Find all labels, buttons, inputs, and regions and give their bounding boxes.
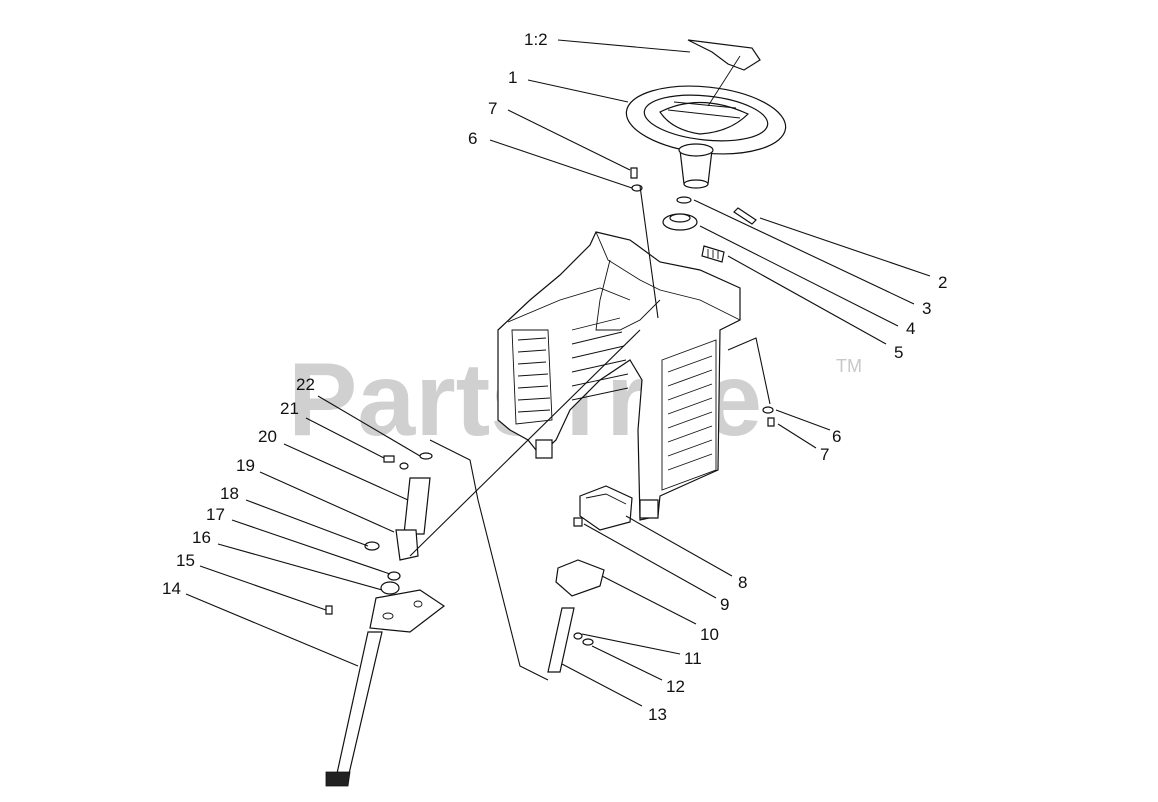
callout-14[interactable]: 14 — [162, 579, 181, 598]
callout-15[interactable]: 15 — [176, 551, 195, 570]
callout-5[interactable]: 5 — [894, 343, 903, 362]
part-screw-9[interactable] — [573, 517, 583, 527]
callout-18[interactable]: 18 — [220, 484, 239, 503]
callout-7-right[interactable]: 7 — [820, 445, 829, 464]
part-column-cover[interactable] — [555, 559, 605, 597]
part-mount-bracket[interactable] — [579, 485, 633, 531]
callout-2[interactable]: 2 — [938, 273, 947, 292]
callout-20[interactable]: 20 — [258, 427, 277, 446]
part-lower-shaft[interactable] — [547, 607, 575, 673]
callout-13[interactable]: 13 — [648, 705, 667, 724]
callout-6-upper[interactable]: 6 — [468, 129, 477, 148]
callout-12[interactable]: 12 — [666, 677, 685, 696]
callout-10[interactable]: 10 — [700, 625, 719, 644]
part-mounting-plate[interactable] — [369, 589, 446, 633]
part-steering-wheel[interactable] — [623, 55, 789, 189]
part-nut-washer-lower[interactable] — [573, 632, 594, 646]
callout-3[interactable]: 3 — [922, 299, 931, 318]
callout-8[interactable]: 8 — [738, 573, 747, 592]
callout-17[interactable]: 17 — [206, 505, 225, 524]
callout-6-right[interactable]: 6 — [832, 427, 841, 446]
callout-4[interactable]: 4 — [906, 319, 915, 338]
callout-7-upper[interactable]: 7 — [488, 99, 497, 118]
part-emblem[interactable] — [687, 39, 761, 71]
part-steering-shaft[interactable] — [325, 631, 383, 787]
part-bolt-washer-right[interactable] — [762, 406, 775, 427]
callout-9[interactable]: 9 — [720, 595, 729, 614]
callouts: 1:2 1 7 6 2 3 4 5 6 7 22 21 — [162, 30, 947, 724]
part-bushing[interactable] — [662, 213, 698, 231]
part-washer-upper[interactable] — [676, 196, 692, 204]
callout-21[interactable]: 21 — [280, 399, 299, 418]
callout-1-2[interactable]: 1:2 — [524, 30, 548, 49]
callout-22[interactable]: 22 — [296, 375, 315, 394]
part-clip[interactable] — [701, 245, 725, 263]
callout-11[interactable]: 11 — [684, 649, 702, 668]
callout-19[interactable]: 19 — [236, 456, 255, 475]
part-roll-pin[interactable] — [733, 207, 757, 225]
callout-16[interactable]: 16 — [192, 528, 211, 547]
watermark-tm: TM — [836, 356, 862, 376]
callout-1[interactable]: 1 — [508, 68, 517, 87]
part-upper-pivot[interactable] — [325, 452, 433, 615]
part-dash-housing[interactable] — [497, 231, 741, 521]
assembly-lines — [409, 185, 771, 681]
